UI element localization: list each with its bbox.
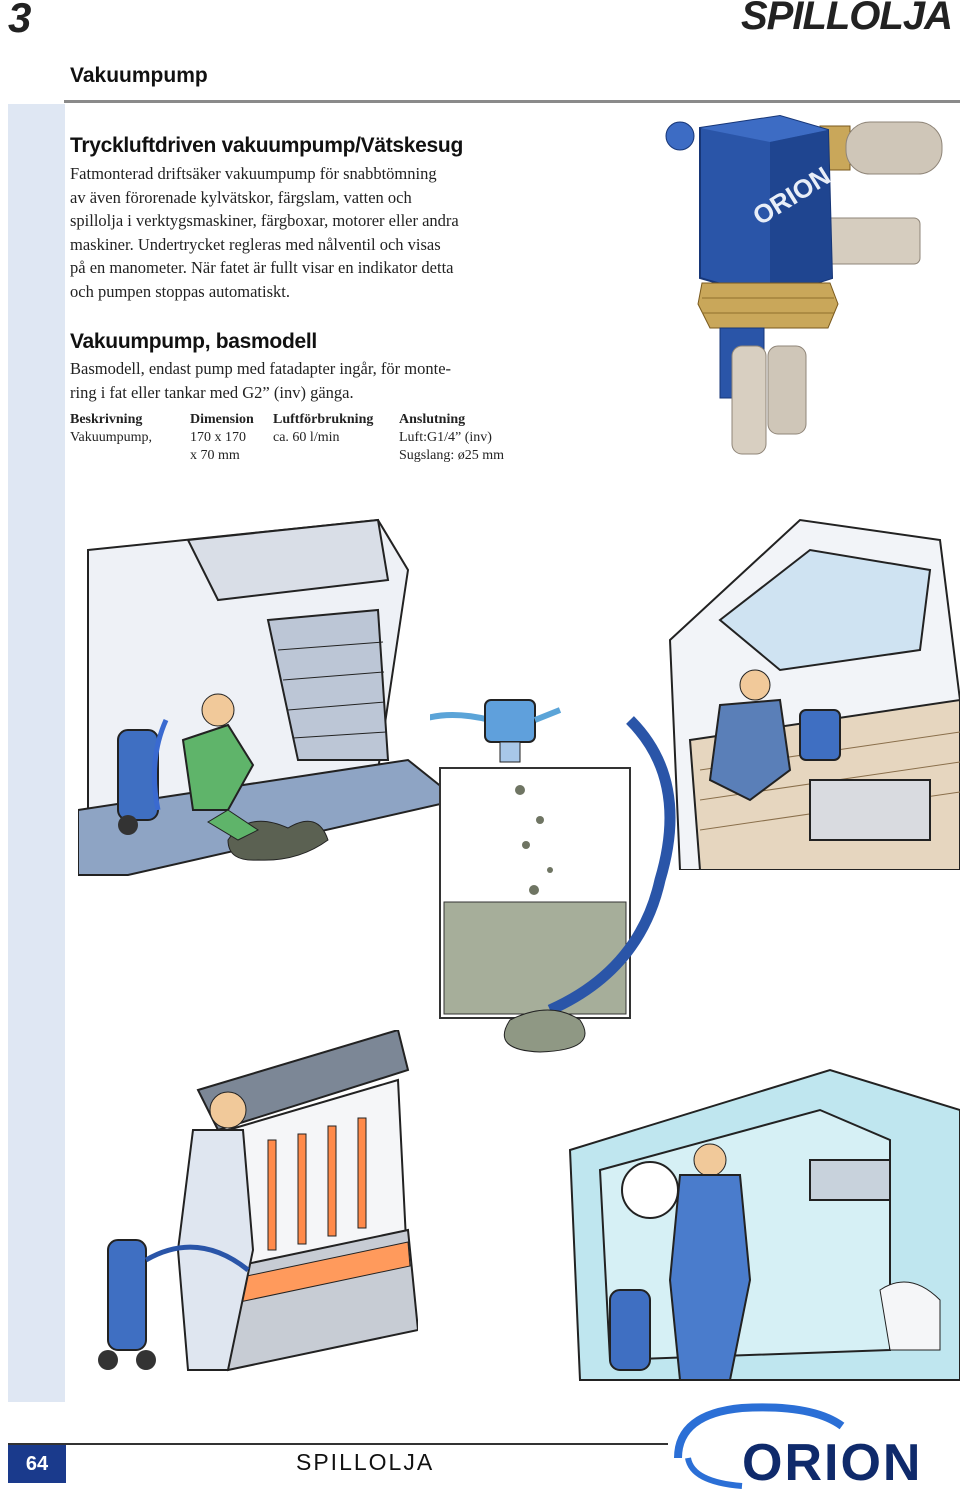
spec-cell: Luft:G1/4” (inv) bbox=[399, 430, 492, 445]
spec-header: Dimension bbox=[190, 412, 254, 427]
page-number: 64 bbox=[8, 1445, 66, 1483]
illustration-workshop-spill bbox=[78, 518, 458, 876]
illustration-boat-engine bbox=[668, 518, 960, 870]
spec-cell: Vakuumpump, bbox=[70, 430, 153, 445]
spec-header: Beskrivning bbox=[70, 412, 143, 427]
brand-wordmark: ORION bbox=[742, 1434, 922, 1489]
spec-cell: ca. 60 l/min bbox=[273, 430, 340, 445]
chapter-number: 3 bbox=[8, 0, 32, 41]
chapter-title: SPILLOLJA bbox=[740, 0, 953, 38]
product-description: Fatmonterad driftsäker vakuumpump för sn… bbox=[70, 164, 459, 301]
spec-header: Anslutning bbox=[399, 412, 466, 427]
header-rule bbox=[64, 100, 960, 103]
illustration-barrel-pump bbox=[430, 699, 676, 1053]
brand-logo: ORION bbox=[674, 1403, 922, 1489]
spec-cell: 170 x 170 bbox=[190, 430, 246, 445]
pump-photo: ORION bbox=[665, 114, 943, 455]
spec-cell: Sugslang: ø25 mm bbox=[399, 448, 505, 463]
spec-header: Luftförbrukning bbox=[273, 412, 374, 427]
product-title: Tryckluftdriven vakuumpump/Vätskesug bbox=[70, 134, 463, 157]
footer-rule bbox=[8, 1443, 668, 1445]
spec-cell: x 70 mm bbox=[190, 448, 240, 463]
section-label: Vakuumpump bbox=[70, 64, 208, 87]
footer-title: SPILLOLJA bbox=[296, 1449, 435, 1475]
side-band bbox=[8, 104, 65, 1402]
illustration-cnc-machine bbox=[568, 1068, 960, 1381]
product-title: Vakuumpump, basmodell bbox=[70, 330, 317, 353]
illustration-paint-booth bbox=[98, 1030, 418, 1372]
product-description: Basmodell, endast pump med fatadapter in… bbox=[70, 359, 452, 402]
